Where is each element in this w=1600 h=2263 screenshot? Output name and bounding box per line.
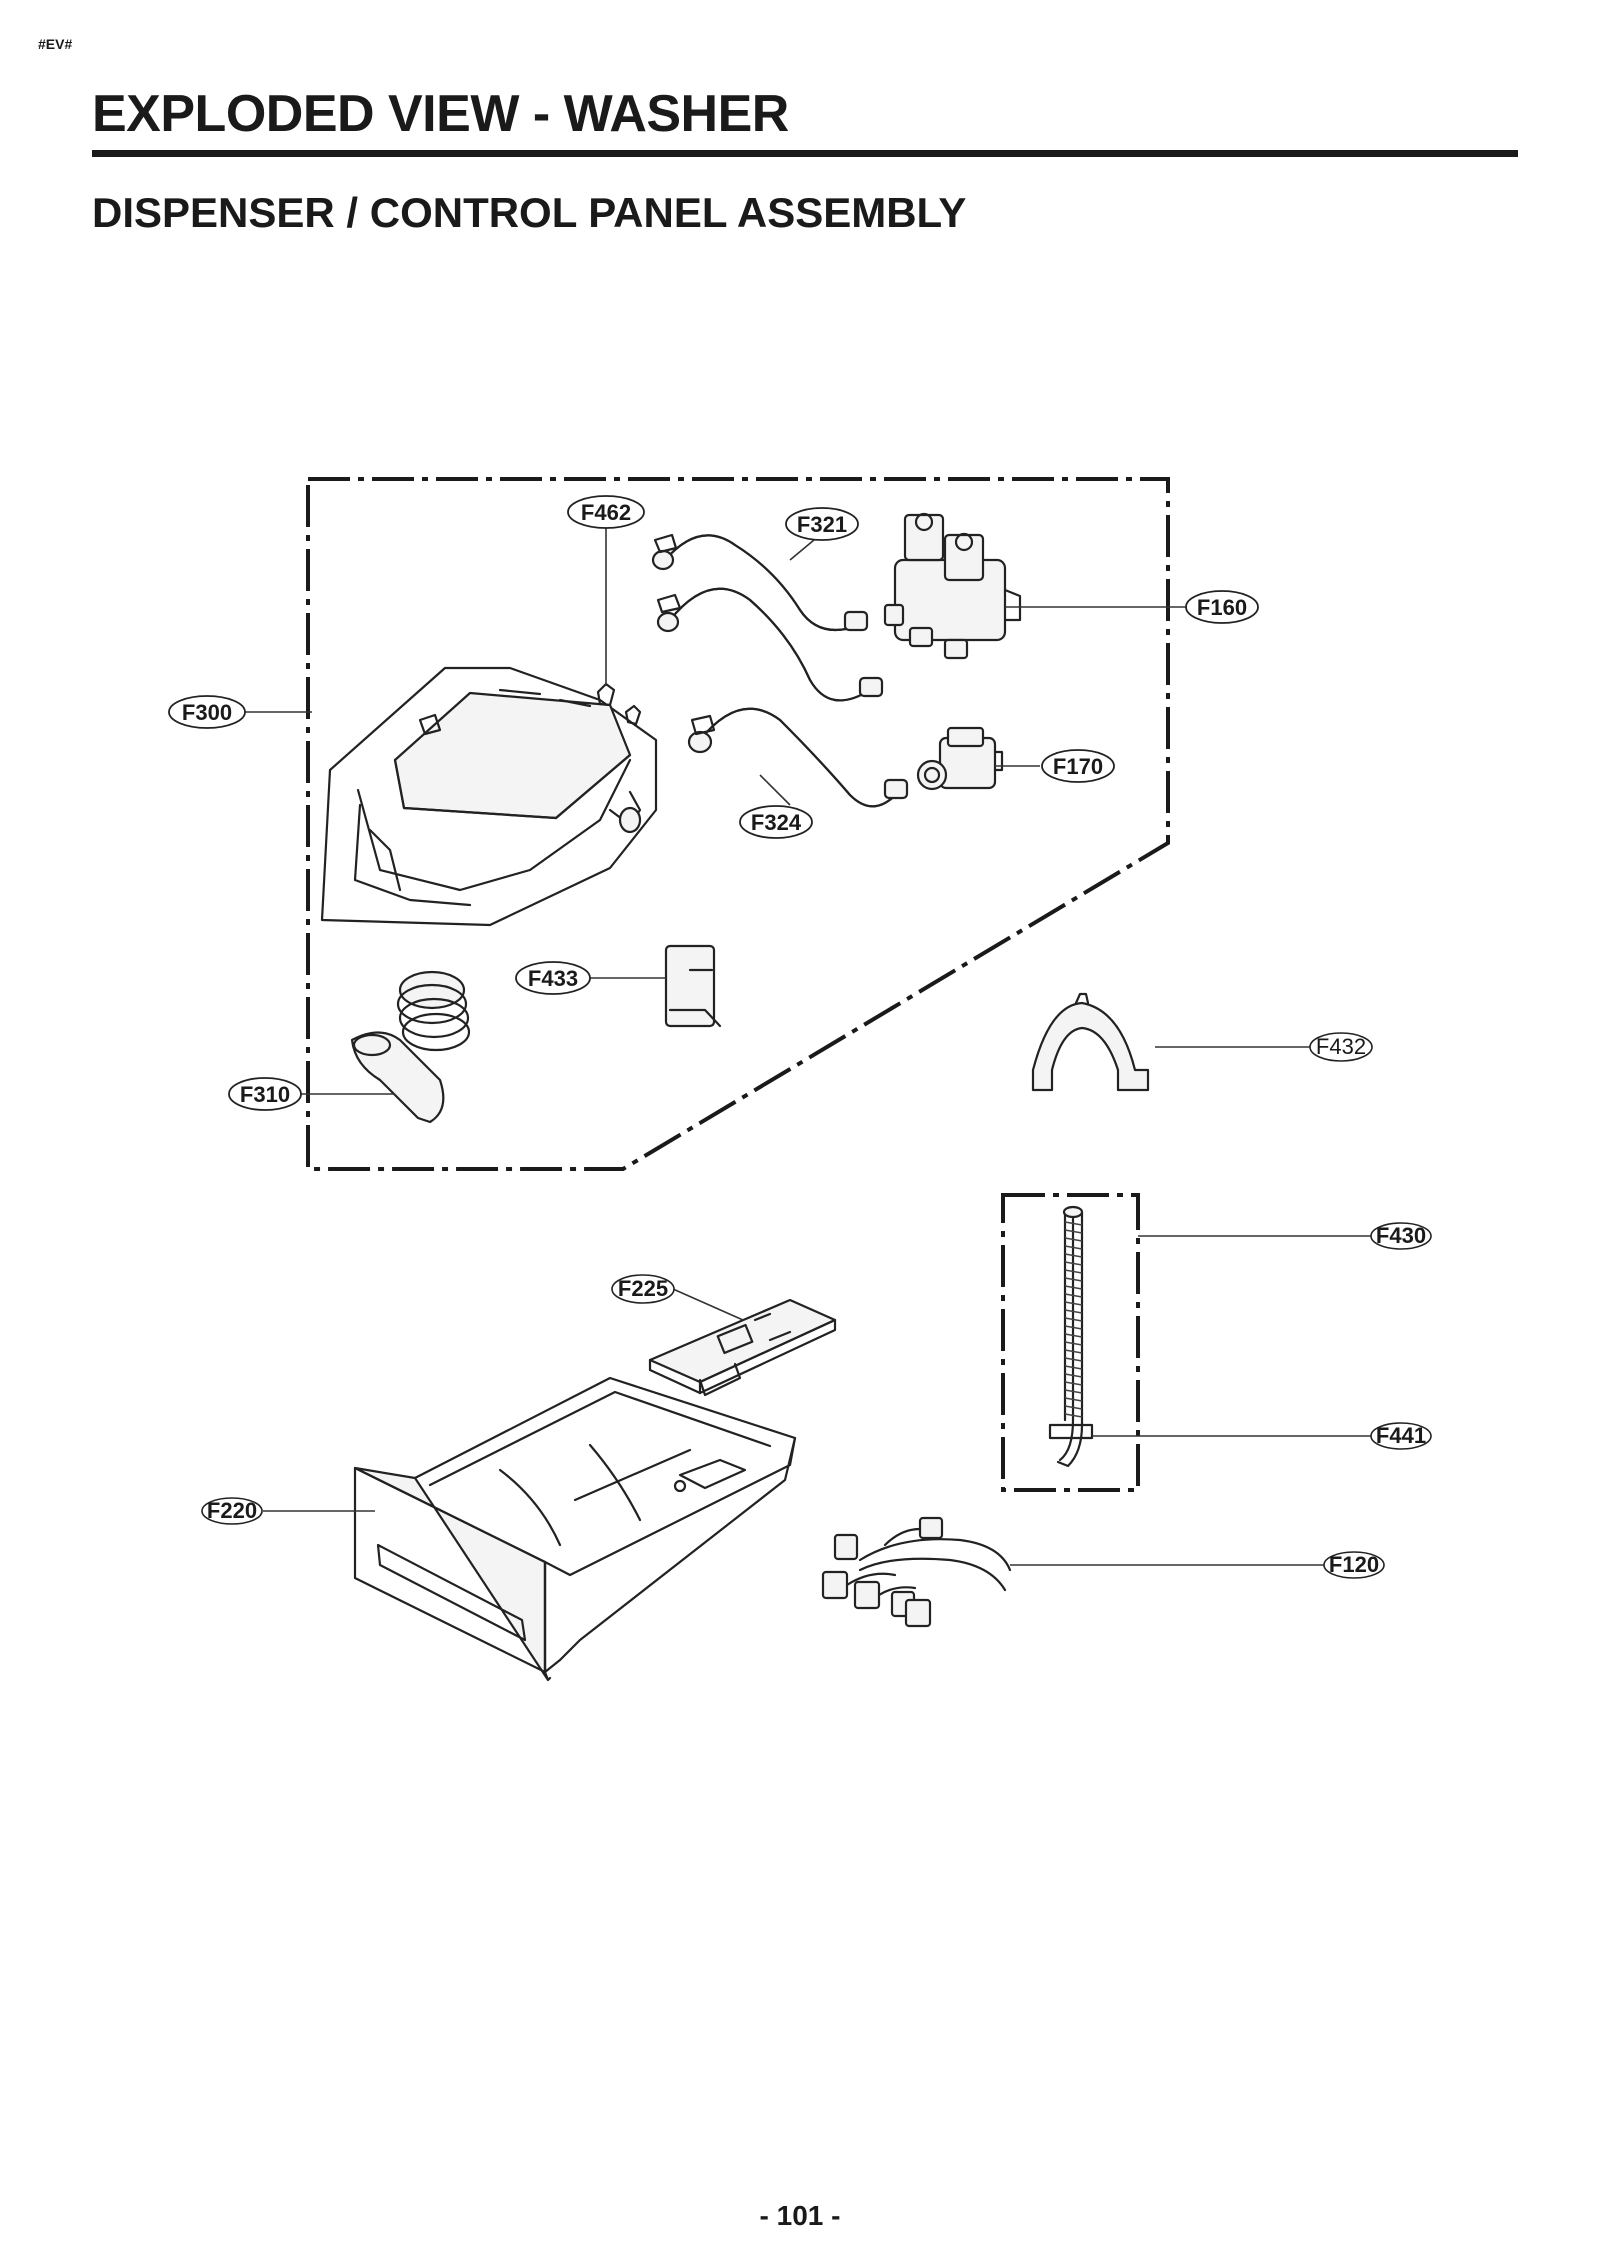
callout-F324: F324 bbox=[739, 805, 813, 839]
dispenser-housing-part bbox=[320, 666, 658, 927]
hose-rib bbox=[1064, 1277, 1083, 1282]
single-valve-part bbox=[916, 726, 1004, 791]
hanger-part bbox=[1031, 992, 1150, 1092]
hose-part bbox=[687, 707, 909, 808]
callout-F441: F441 bbox=[1370, 1422, 1432, 1450]
drawer-part bbox=[353, 1376, 797, 1682]
hose-rib bbox=[1064, 1413, 1083, 1418]
hose-rib bbox=[1064, 1333, 1083, 1338]
callout-F321: F321 bbox=[785, 507, 859, 541]
callout-F120: F120 bbox=[1323, 1551, 1385, 1579]
hose-rib bbox=[1064, 1389, 1083, 1394]
leader-lines bbox=[245, 525, 1372, 1566]
page-number: - 101 - bbox=[759, 2200, 841, 2231]
hose-rib bbox=[1064, 1245, 1083, 1250]
hose-rib bbox=[1064, 1325, 1083, 1330]
inlet-hose-part bbox=[651, 533, 884, 702]
hose-rib bbox=[1064, 1405, 1083, 1410]
hose-rib bbox=[1064, 1357, 1083, 1362]
document-tag: #EV# bbox=[38, 36, 73, 52]
clip-part bbox=[596, 682, 642, 726]
page-title: EXPLODED VIEW - WASHER bbox=[92, 85, 789, 143]
hose-rib bbox=[1064, 1373, 1083, 1378]
callout-F220-text: F220 bbox=[207, 1498, 257, 1523]
inlet-valve-part bbox=[883, 512, 1022, 660]
hose-rib bbox=[1064, 1317, 1083, 1322]
callout-F462-text: F462 bbox=[581, 500, 631, 525]
callout-F225: F225 bbox=[611, 1274, 675, 1304]
hose-rib bbox=[1064, 1365, 1083, 1370]
wire-harness-part bbox=[821, 1516, 1012, 1628]
callout-F160: F160 bbox=[1185, 590, 1259, 624]
callout-F433: F433 bbox=[515, 961, 591, 995]
callout-F310: F310 bbox=[228, 1077, 302, 1111]
callout-F170-text: F170 bbox=[1053, 754, 1103, 779]
hose-rib bbox=[1064, 1253, 1083, 1258]
hose-rib bbox=[1064, 1261, 1083, 1266]
hose-rib bbox=[1064, 1341, 1083, 1346]
hose-rib bbox=[1064, 1349, 1083, 1354]
drain-hose-box bbox=[1001, 1193, 1140, 1492]
callout-F432: F432 bbox=[1309, 1032, 1373, 1062]
section-subtitle: DISPENSER / CONTROL PANEL ASSEMBLY bbox=[92, 189, 967, 236]
callout-F462: F462 bbox=[567, 495, 645, 529]
title-rule bbox=[92, 150, 1518, 157]
hose-rib bbox=[1064, 1269, 1083, 1274]
hose-rib bbox=[1064, 1285, 1083, 1290]
hose-rib bbox=[1064, 1397, 1083, 1402]
callout-F300-text: F300 bbox=[182, 700, 232, 725]
callout-F430-text: F430 bbox=[1376, 1223, 1426, 1248]
siphon-cap-part bbox=[648, 1298, 837, 1397]
callout-F441-text: F441 bbox=[1376, 1423, 1426, 1448]
cover-part bbox=[664, 944, 722, 1028]
callout-F170: F170 bbox=[1041, 749, 1115, 783]
hose-rib bbox=[1064, 1381, 1083, 1386]
hose-rib bbox=[1064, 1221, 1083, 1226]
callout-F120-text: F120 bbox=[1329, 1552, 1379, 1577]
hose-rib bbox=[1064, 1309, 1083, 1314]
hose-rib bbox=[1064, 1237, 1083, 1242]
callout-F220: F220 bbox=[201, 1497, 263, 1525]
drain-hose-ribbing bbox=[1064, 1221, 1083, 1418]
hose-rib bbox=[1064, 1293, 1083, 1298]
callout-F430: F430 bbox=[1370, 1222, 1432, 1250]
drain-hose-part bbox=[1048, 1205, 1094, 1468]
bellows-part bbox=[350, 970, 471, 1124]
callout-F321-text: F321 bbox=[797, 512, 847, 537]
callout-F432-text: F432 bbox=[1316, 1034, 1366, 1059]
callout-F225-text: F225 bbox=[618, 1276, 668, 1301]
callout-F300: F300 bbox=[168, 695, 246, 729]
callout-F324-text: F324 bbox=[751, 810, 802, 835]
callout-F160-text: F160 bbox=[1197, 595, 1247, 620]
hose-rib bbox=[1064, 1229, 1083, 1234]
assembly-boundary bbox=[306, 477, 1170, 1171]
callout-F310-text: F310 bbox=[240, 1082, 290, 1107]
hose-rib bbox=[1064, 1301, 1083, 1306]
callout-F433-text: F433 bbox=[528, 966, 578, 991]
